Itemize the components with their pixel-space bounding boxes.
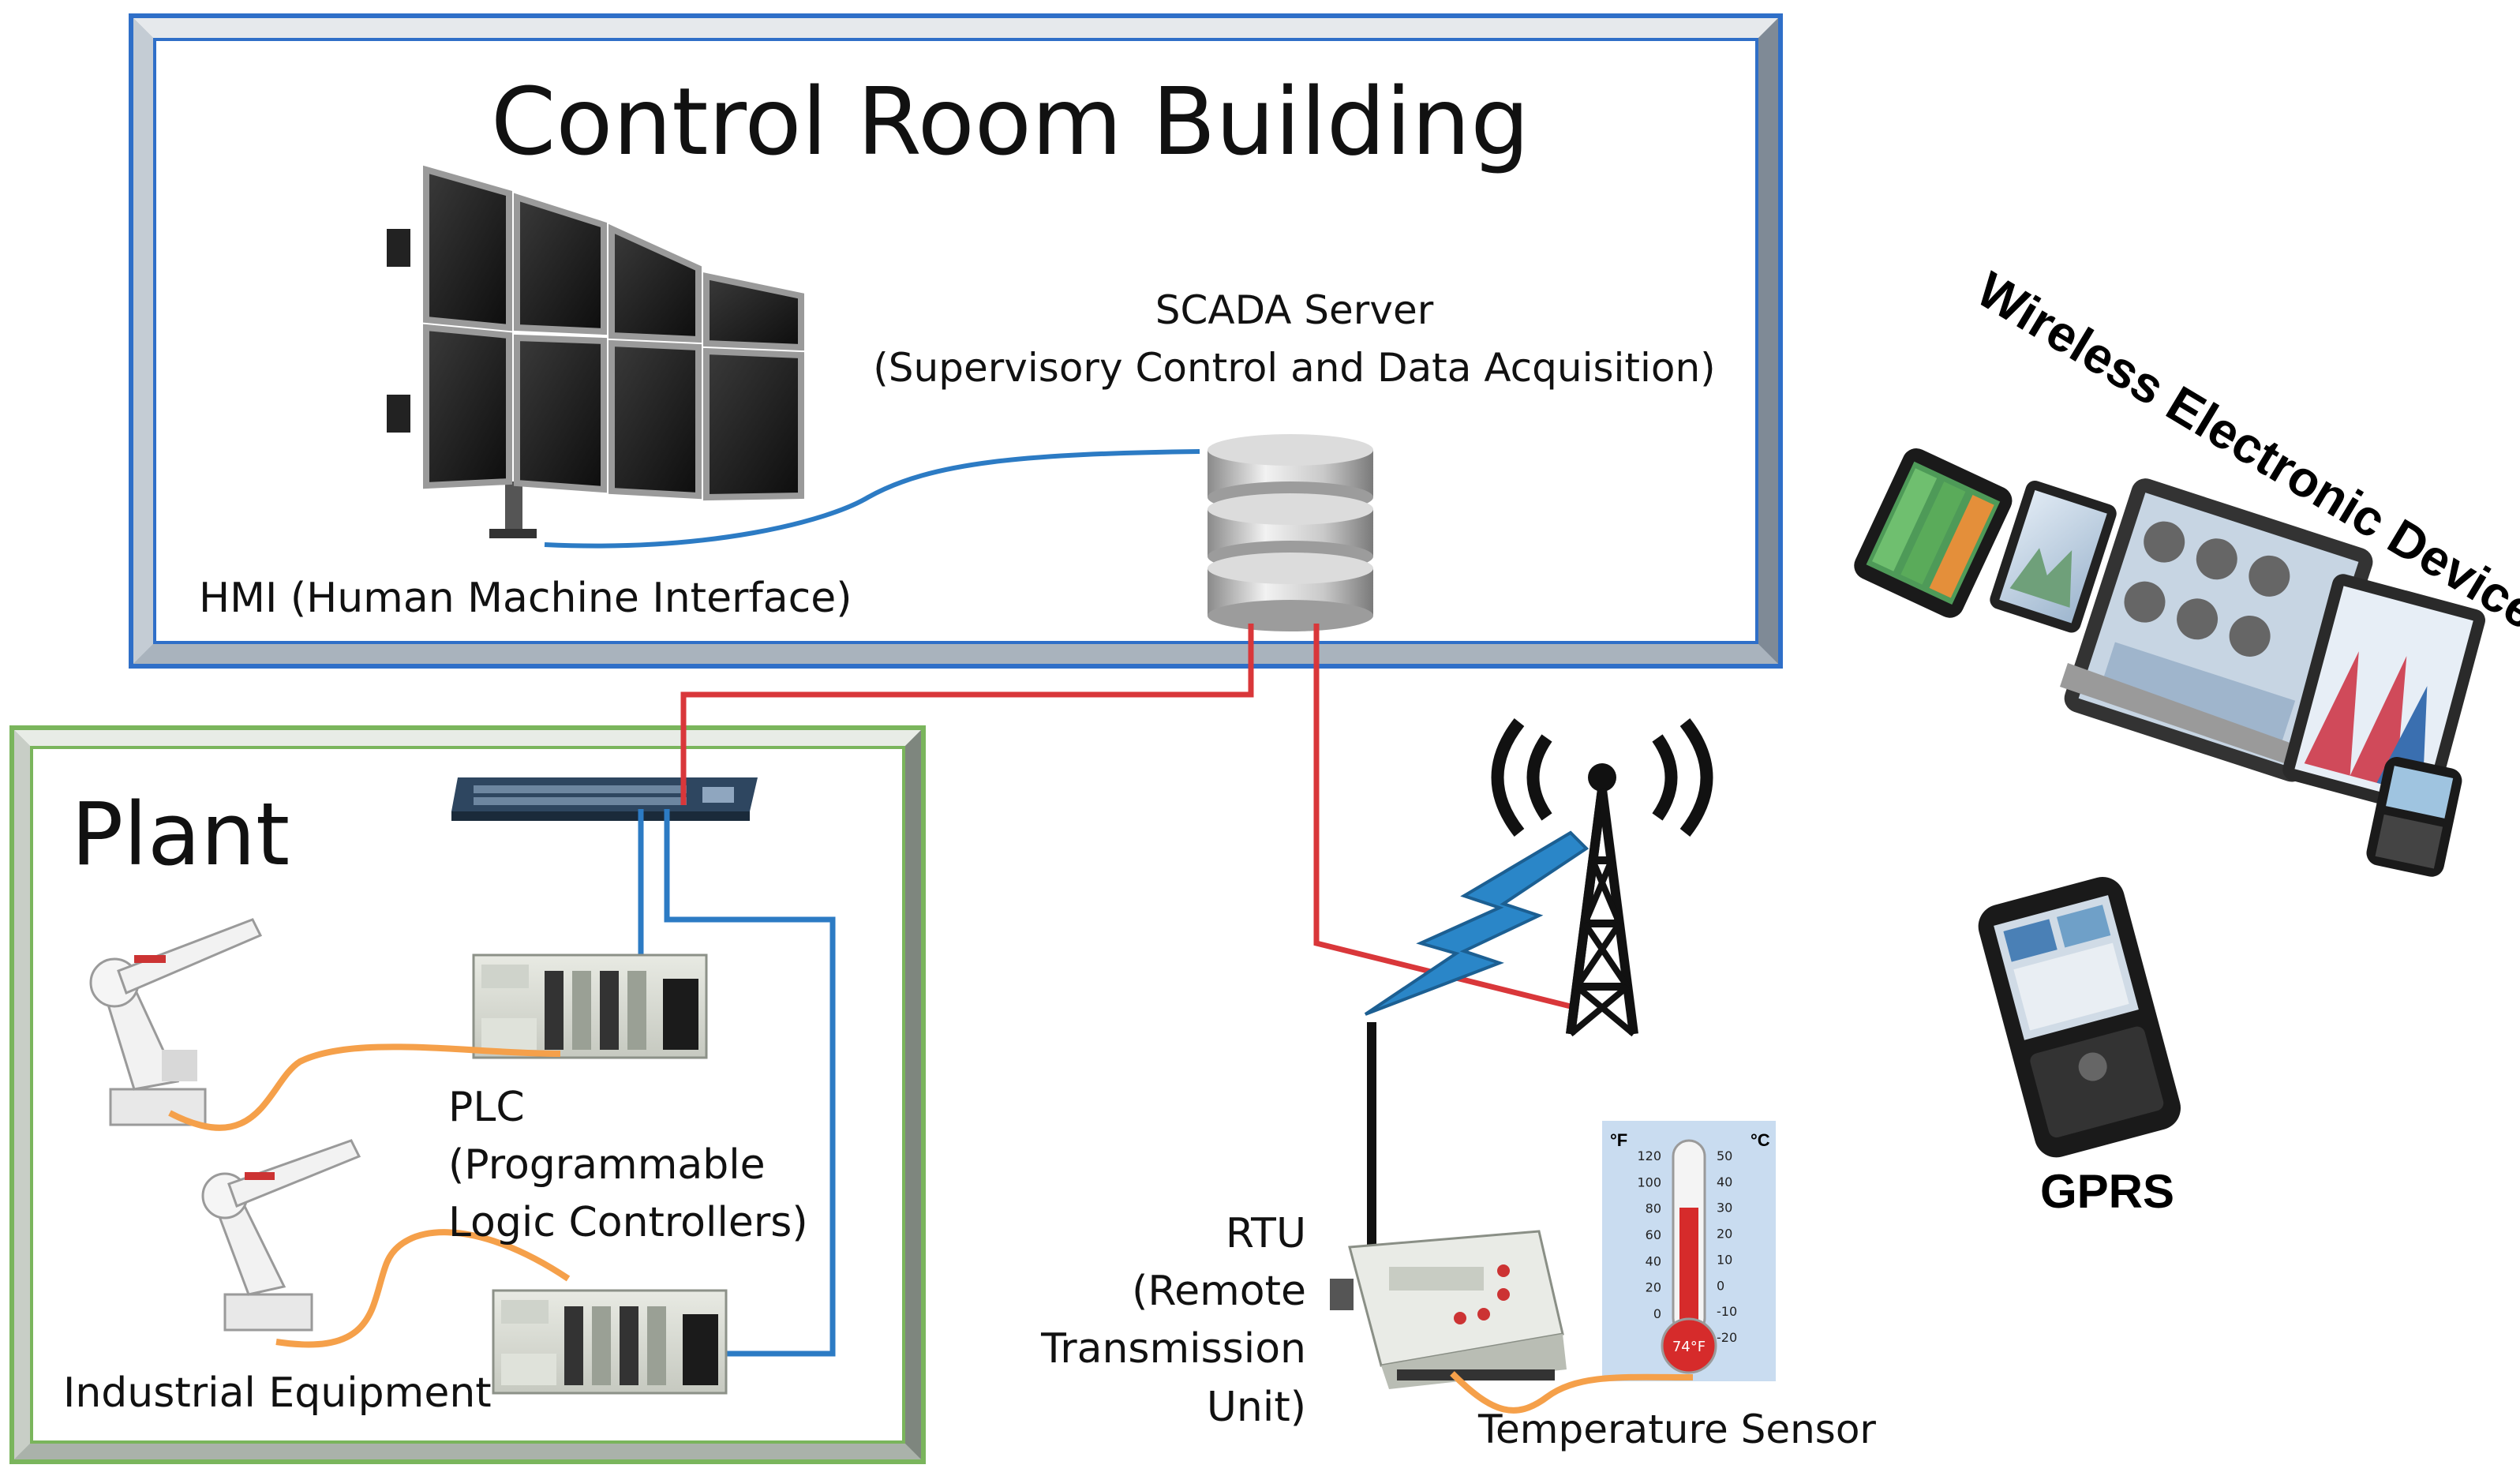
industrial-robot-1: [89, 918, 263, 1126]
thermo-f-scale: 120 100 80 60 40 20 0: [1637, 1148, 1661, 1321]
plc-unit-1: [472, 953, 708, 1059]
gprs-label: GPRS: [2040, 1165, 2174, 1218]
thermo-c-tick: 50: [1717, 1148, 1732, 1163]
plc-unit-2: [492, 1289, 728, 1395]
thermo-f-tick: 0: [1653, 1306, 1661, 1321]
small-tablet-icon: [1990, 480, 2117, 633]
robot1-plc1-cable: [168, 1043, 561, 1131]
scada-server-subtitle: (Supervisory Control and Data Acquisitio…: [873, 345, 1715, 391]
rtu-label-line4: Unit): [1207, 1384, 1306, 1431]
robot2-plc2-cable: [275, 1229, 571, 1348]
industrial-equipment-label: Industrial Equipment: [63, 1369, 492, 1417]
control-room-title: Control Room Building: [491, 67, 1530, 176]
hmi-scada-cable: [544, 449, 1200, 549]
wireless-signal-bolt-icon: [1364, 830, 1590, 1016]
scada-server-icon: [1208, 434, 1373, 631]
plant-border: [9, 725, 926, 1464]
thermo-f-tick: 100: [1637, 1174, 1661, 1189]
rtu-device: [1330, 1230, 1567, 1389]
temperature-sensor-label: Temperature Sensor: [1477, 1407, 1876, 1452]
wireless-devices-group: [1854, 448, 2485, 877]
gprs-phone-icon: [1978, 877, 2181, 1158]
right-tablet-icon: [2282, 574, 2485, 816]
thermo-f-tick: 120: [1637, 1148, 1661, 1163]
thermo-c-tick: 40: [1717, 1174, 1732, 1189]
rtu-label-line2: (Remote: [1132, 1268, 1306, 1315]
blackberry-phone-icon: [2366, 757, 2462, 877]
thermo-c-tick: 30: [1717, 1201, 1732, 1216]
plant-title: Plant: [71, 784, 290, 885]
hmi-monitor-wall: [387, 165, 804, 538]
thermo-c-tick: -10: [1717, 1304, 1737, 1319]
scada-rtu-link-cable: [1313, 624, 1571, 1010]
smartphone-icon: [1854, 448, 2013, 618]
radio-tower-icon: [1491, 718, 1713, 1037]
rtu-label-line3: Transmission: [1040, 1325, 1306, 1373]
thermo-f-tick: 20: [1646, 1280, 1661, 1295]
thermo-f-tick: 80: [1646, 1201, 1661, 1216]
plc-label-line2: (Programmable: [448, 1141, 766, 1189]
thermo-c-scale: 50 40 30 20 10 0 -10 -20: [1717, 1148, 1737, 1345]
control-room-building: Control Room Building: [129, 13, 1783, 669]
rtu-label-line1: RTU: [1226, 1210, 1306, 1257]
plc-label-line3: Logic Controllers): [448, 1199, 808, 1246]
scada-switch-cable: [680, 624, 1254, 805]
scada-server-title: SCADA Server: [1155, 287, 1434, 333]
thermo-c-tick: 0: [1717, 1278, 1724, 1293]
network-switch-icon: [451, 777, 758, 821]
plc-label-line1: PLC: [448, 1084, 525, 1131]
thermo-c-tick: 20: [1717, 1227, 1732, 1242]
thermo-unit-f: °F: [1610, 1130, 1627, 1150]
thermo-reading: 74°F: [1672, 1339, 1706, 1355]
hmi-label: HMI (Human Machine Interface): [199, 575, 852, 622]
thermo-unit-c: °C: [1751, 1130, 1770, 1150]
thermo-c-tick: 10: [1717, 1252, 1732, 1267]
switch-plc2-cable: [608, 809, 836, 1357]
thermo-f-tick: 40: [1646, 1253, 1661, 1268]
thermo-c-tick: -20: [1717, 1330, 1737, 1345]
rtu-sensor-cable: [1450, 1371, 1694, 1414]
thermo-f-tick: 60: [1646, 1227, 1661, 1242]
control-room-border: [129, 13, 1783, 669]
industrial-robot-2: [201, 1139, 361, 1332]
